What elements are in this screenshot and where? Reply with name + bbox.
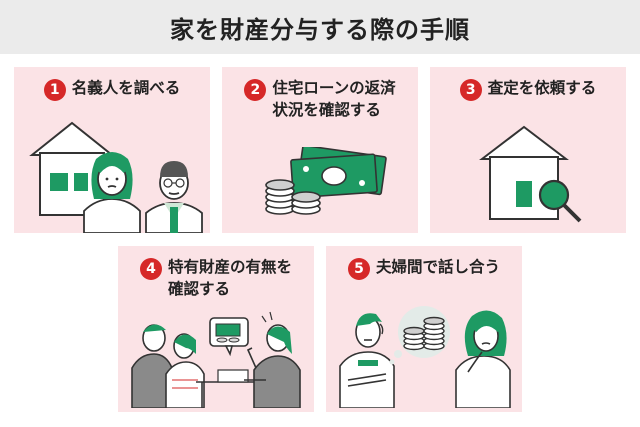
step-header-5: 5 夫婦間で話し合う (326, 246, 522, 280)
couple-figure-icon (131, 324, 205, 408)
page-title: 家を財産分与する際の手順 (170, 15, 470, 44)
step-card-3: 3 査定を依頼する (430, 67, 626, 233)
step-number-badge: 2 (244, 79, 267, 101)
consultation-illustration (131, 311, 301, 408)
couple-discussion-illustration (339, 306, 511, 408)
step-number-badge: 4 (139, 258, 162, 280)
advisor-figure-icon (244, 311, 301, 408)
step-card-4: 4 特有財産の有無を 確認する (118, 246, 314, 412)
step-header-4: 4 特有財産の有無を 確認する (118, 246, 314, 301)
step-title: 特有財産の有無を 確認する (167, 258, 292, 299)
banknote-icon (290, 147, 387, 199)
step-number-badge: 1 (43, 79, 66, 101)
wife-figure-icon (455, 310, 511, 408)
step-title: 名義人を調べる (71, 79, 181, 97)
step-card-2: 2 住宅ローンの返済 状況を確認する (222, 67, 418, 233)
step-title: 査定を依頼する (487, 79, 597, 97)
man-figure-icon (145, 161, 203, 233)
coin-stack-icon (265, 179, 321, 215)
magnifier-icon (538, 179, 582, 223)
step-header-2: 2 住宅ローンの返済 状況を確認する (222, 67, 418, 122)
step-title: 住宅ローンの返済 状況を確認する (272, 79, 396, 120)
coin-stack-icon (403, 316, 445, 351)
husband-figure-icon (339, 313, 395, 408)
title-bar: 家を財産分与する際の手順 (0, 0, 640, 54)
step-number-badge: 3 (459, 79, 482, 101)
money-coins-illustration (265, 147, 387, 215)
owner-check-illustration (29, 121, 203, 233)
step-number-badge: 5 (347, 258, 370, 280)
step-card-1: 1 名義人を調べる (14, 67, 210, 233)
step-title: 夫婦間で話し合う (375, 258, 500, 276)
step-card-5: 5 夫婦間で話し合う (326, 246, 522, 412)
step-header-3: 3 査定を依頼する (430, 67, 626, 101)
woman-figure-icon (83, 152, 141, 233)
appraisal-illustration (479, 125, 582, 223)
speech-bubble-icon (209, 317, 249, 357)
step-header-1: 1 名義人を調べる (14, 67, 210, 101)
